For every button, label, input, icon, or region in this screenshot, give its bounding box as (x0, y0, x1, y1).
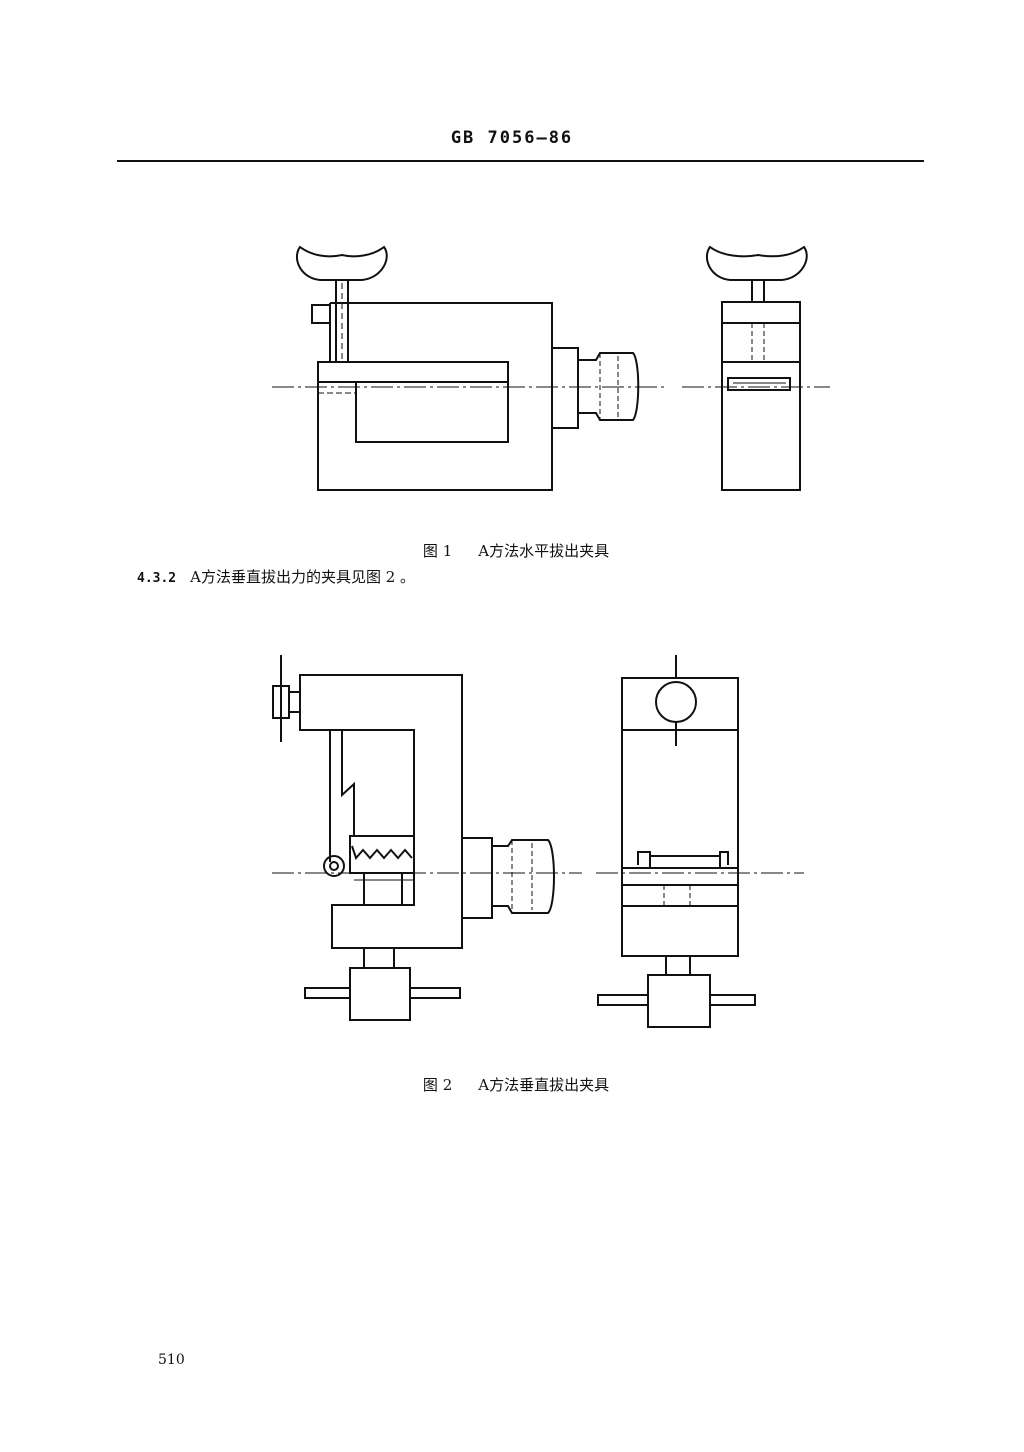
page-number: 510 (158, 1352, 185, 1368)
clamp-knob-left (273, 686, 289, 718)
header-rule (117, 160, 924, 162)
roller (324, 856, 344, 876)
clause-4-3-2: 4.3.2 A方法垂直拔出力的夹具见图 2 。 (137, 566, 415, 587)
side-block-fig2 (622, 678, 738, 956)
c-frame-front (318, 303, 552, 490)
wing-nut-side (707, 247, 807, 280)
figure-2-title: A方法垂直拔出夹具 (478, 1076, 610, 1094)
lower-handle-block-right (648, 975, 710, 1027)
knob-side (656, 682, 696, 722)
wing-nut-front (297, 247, 387, 280)
figure-2-label: 图 2 (422, 1076, 453, 1094)
c-frame-vertical (300, 675, 462, 948)
side-block-fig1 (722, 302, 800, 490)
clause-text: A方法垂直拔出力的夹具见图 2 。 (190, 568, 416, 586)
figure-1-caption: 图 1 A方法水平拔出夹具 (0, 540, 1024, 561)
figure-1-drawing (0, 230, 1024, 520)
figure-1-title: A方法水平拔出夹具 (478, 542, 610, 560)
figure-2-caption: 图 2 A方法垂直拔出夹具 (0, 1074, 1024, 1095)
figure-2-drawing (0, 650, 1024, 1030)
lower-handle-block-left (350, 968, 410, 1020)
figure-1-label: 图 1 (422, 542, 453, 560)
coupling-vertical (492, 840, 554, 913)
serrated-jaw (352, 846, 412, 858)
clause-number: 4.3.2 (137, 571, 177, 586)
standard-code: GB 7056—86 (450, 128, 574, 148)
